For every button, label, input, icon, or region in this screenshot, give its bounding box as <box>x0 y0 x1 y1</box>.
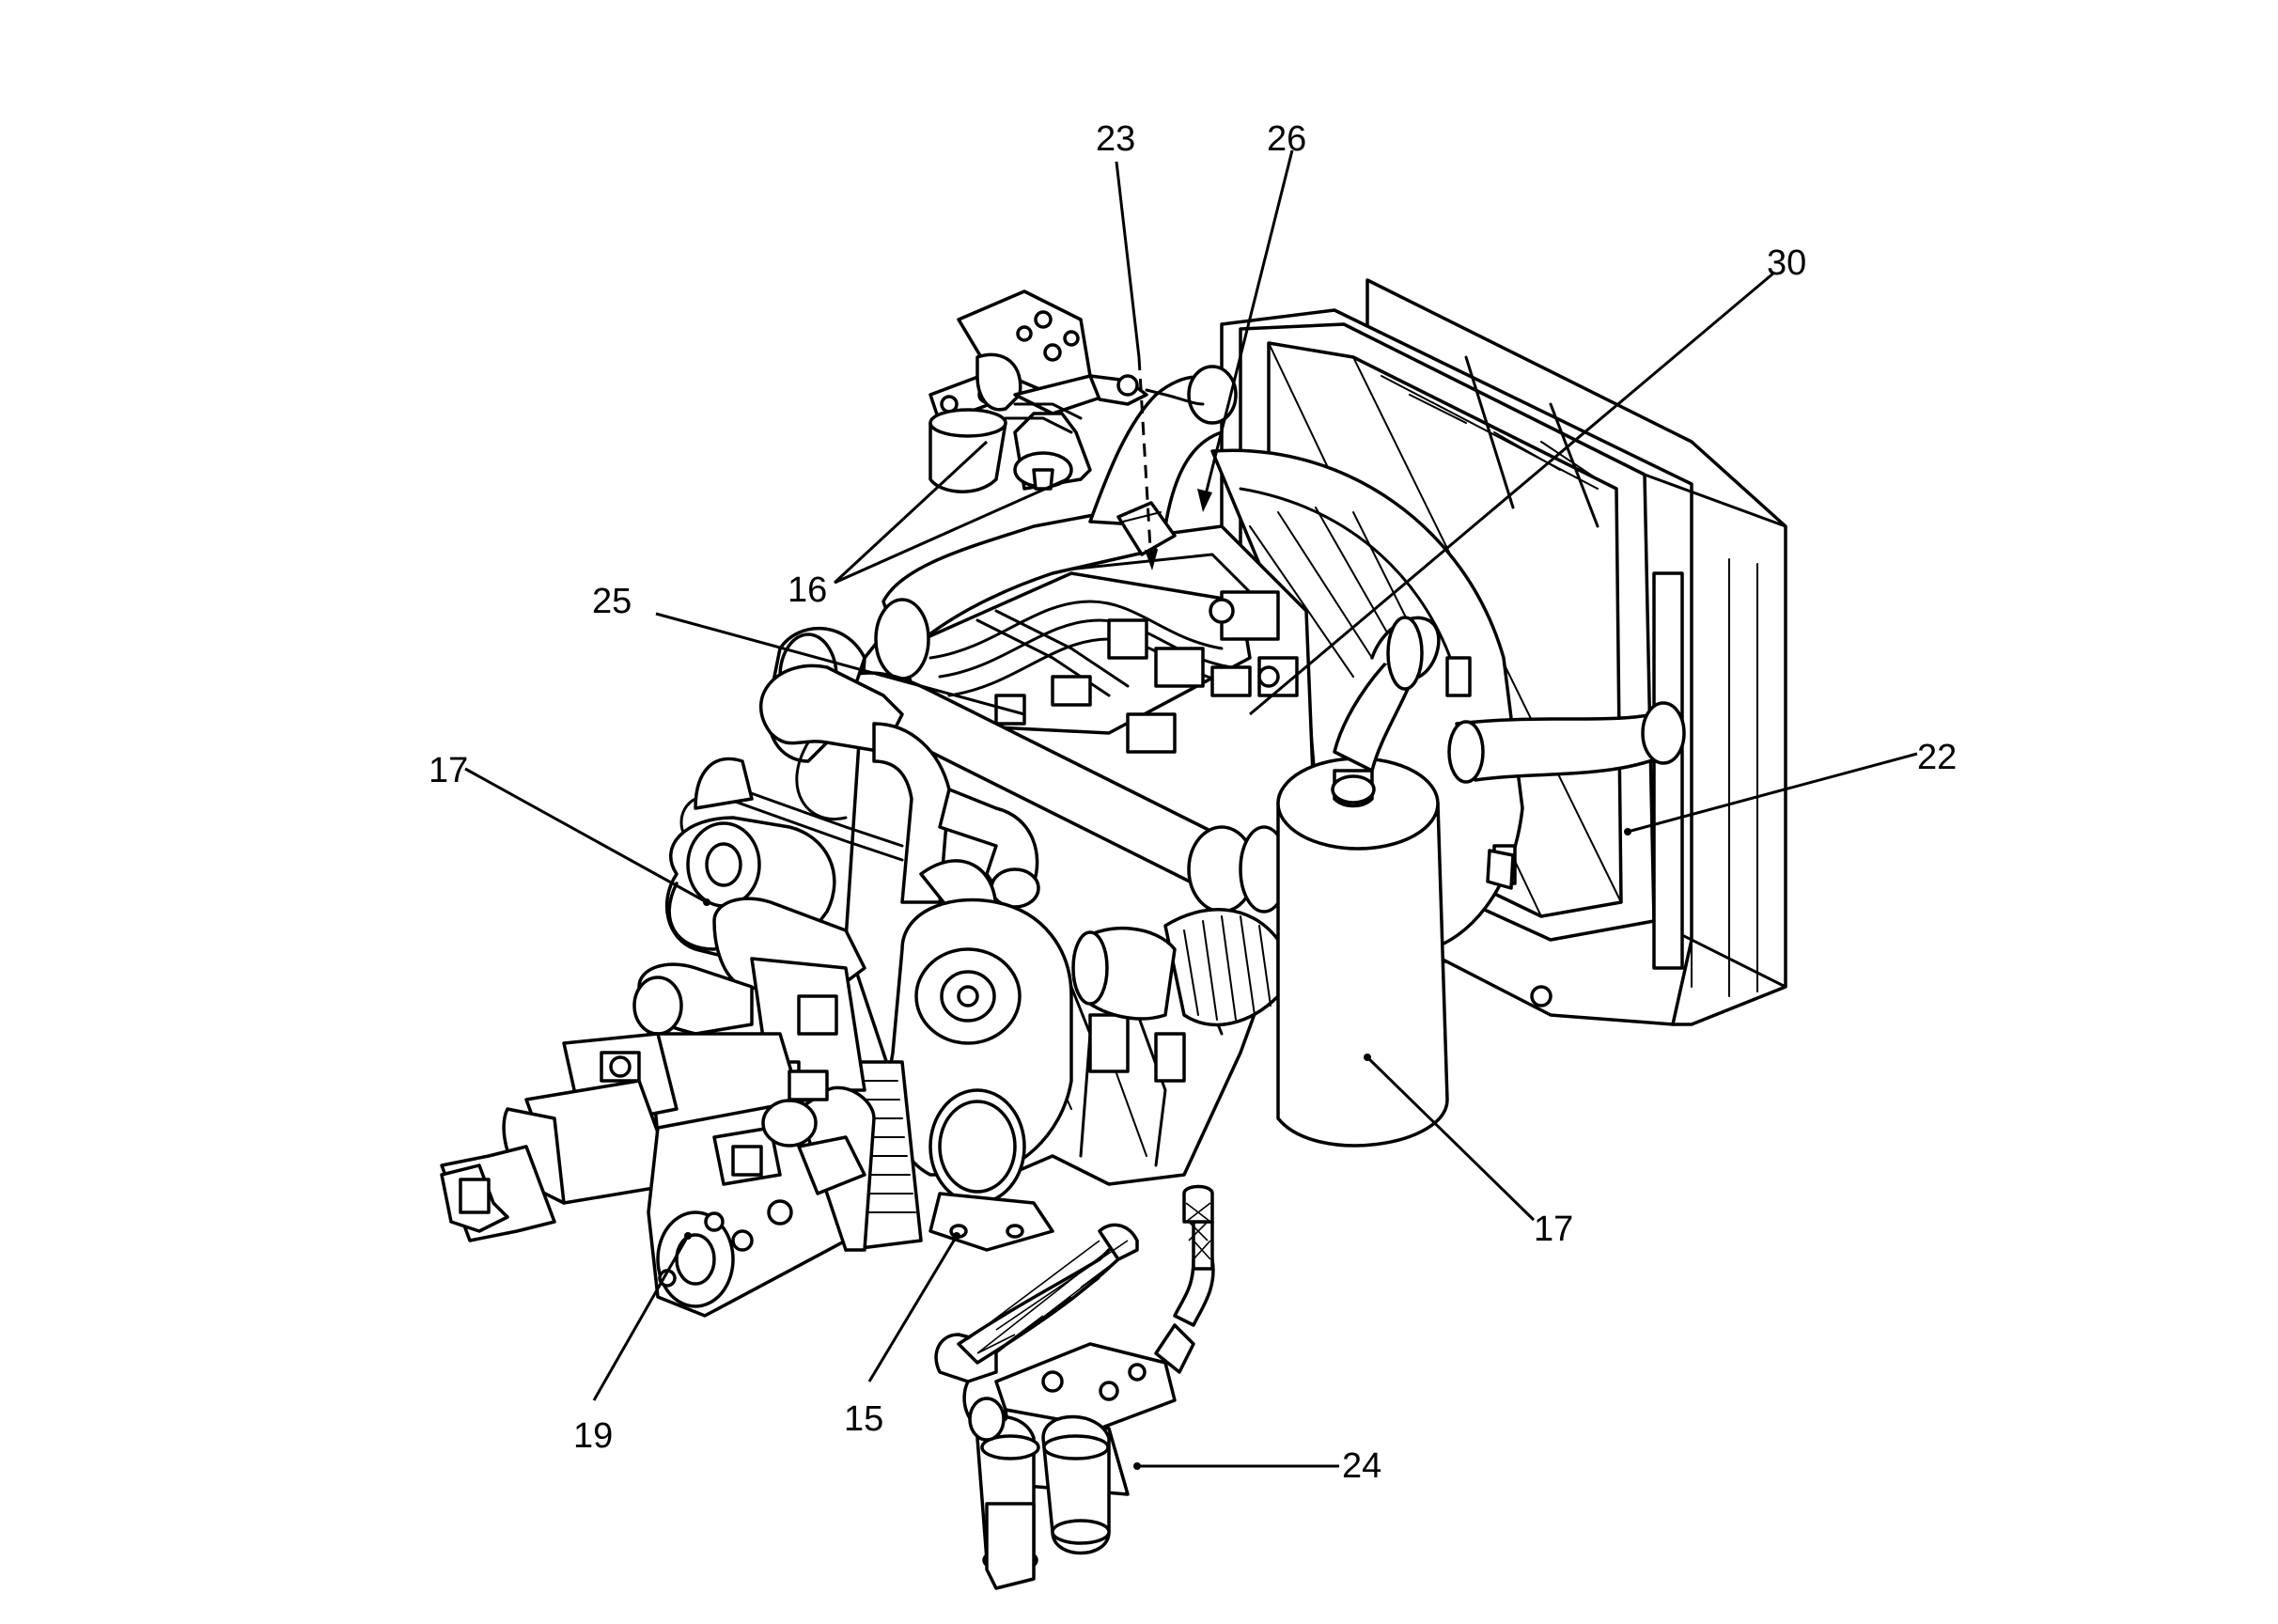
leader-17a <box>464 767 708 904</box>
leader-15 <box>867 1235 959 1382</box>
hydraulic-pump-assembly <box>440 897 876 1318</box>
dot-24 <box>1133 1462 1141 1470</box>
callout-labels: 23 26 30 16 25 17 22 17 19 15 24 <box>429 119 1957 1486</box>
leader-19 <box>592 1235 690 1401</box>
leader-16-b <box>834 477 1068 585</box>
upper-coolant-hose <box>1447 701 1686 784</box>
callout-26: 26 <box>1267 119 1306 159</box>
arrow-26 <box>1197 489 1212 512</box>
leader-22 <box>1627 752 1918 834</box>
leader-26 <box>1203 149 1294 499</box>
leader-16-a <box>833 440 989 585</box>
callout-17-left: 17 <box>429 751 468 790</box>
callout-24: 24 <box>1342 1446 1381 1486</box>
dot-15 <box>953 1232 960 1240</box>
arrow-23 <box>1145 550 1158 570</box>
dot-17b <box>1364 1054 1371 1061</box>
callout-22: 22 <box>1917 738 1957 777</box>
leader-lines <box>464 149 1918 1470</box>
dot-22 <box>1624 828 1631 835</box>
air-filter-head <box>928 289 1205 493</box>
leader-23-hidden <box>1137 356 1153 565</box>
dot-17a <box>703 898 710 906</box>
leader-25 <box>655 612 1025 716</box>
leader-17b <box>1365 1055 1536 1222</box>
leader-30 <box>1249 271 1775 716</box>
callout-16: 16 <box>788 570 827 610</box>
callout-15: 15 <box>844 1399 883 1439</box>
callout-23: 23 <box>1096 119 1135 159</box>
fuel-filter-assembly <box>934 1184 1215 1590</box>
leader-23 <box>1115 161 1141 358</box>
charge-air-pipe-upper <box>874 365 1238 680</box>
callout-25: 25 <box>592 582 632 621</box>
water-pump-housing <box>887 898 1073 1252</box>
dot-19 <box>684 1232 692 1240</box>
callout-17-right: 17 <box>1534 1210 1573 1249</box>
corrugated-intake-hose <box>1071 908 1280 1027</box>
exhaust-muffler <box>1276 616 1449 1148</box>
callout-19: 19 <box>573 1416 613 1456</box>
callout-30: 30 <box>1767 243 1806 283</box>
